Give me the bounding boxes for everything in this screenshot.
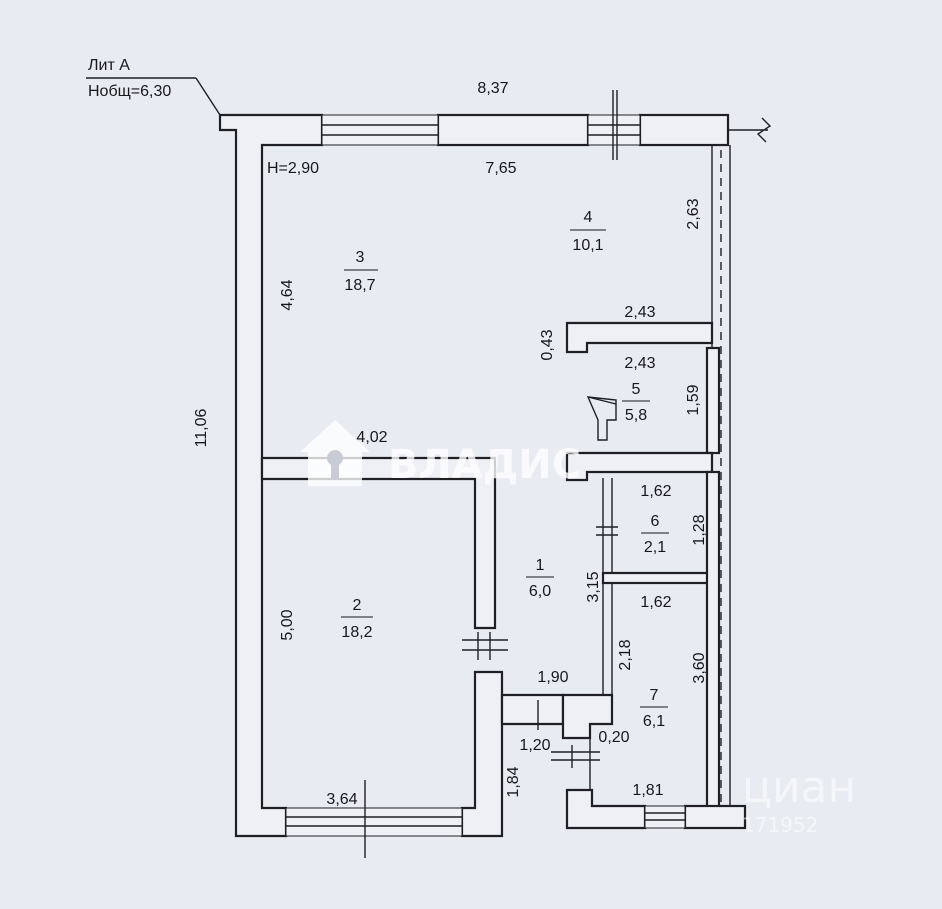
window-bottom-room7 <box>644 805 686 829</box>
outer-wall-top-right <box>638 113 730 147</box>
dim-room6-width: 1,62 <box>640 483 671 500</box>
cian-text: циан <box>742 762 856 813</box>
room-area: 2,1 <box>644 539 666 556</box>
room-area: 6,1 <box>643 713 665 730</box>
window-top-right <box>587 114 641 146</box>
wall-room2-right-lower <box>460 670 504 838</box>
room-label-2: 2 18,2 <box>341 597 373 641</box>
dim-room4-width: 7,65 <box>485 160 516 177</box>
room-label-3: 3 18,7 <box>344 249 378 294</box>
dim-overall-height: 11,06 <box>193 408 210 447</box>
house-key-icon <box>300 420 370 486</box>
dim-room5-top: 2,43 <box>624 304 655 321</box>
room-area: 5,8 <box>625 407 647 424</box>
ceiling-height: H=2,90 <box>267 160 319 177</box>
lit-label: Лит А <box>88 57 130 74</box>
dim-room3-depth: 4,64 <box>279 279 296 310</box>
dim-vestibule-width: 1,90 <box>537 669 568 686</box>
wall-room3-room2 <box>260 456 497 630</box>
room-label-6: 6 2,1 <box>641 513 669 556</box>
room-label-5: 5 5,8 <box>622 381 650 424</box>
total-area-label: Нобщ=6,30 <box>88 83 171 100</box>
room-number: 7 <box>650 687 659 704</box>
room-area: 18,7 <box>344 277 375 294</box>
wall-bottom-right <box>683 804 747 830</box>
dim-room3-wall: 4,02 <box>356 429 387 446</box>
dim-room1-depth: 3,15 <box>585 571 602 602</box>
room-label-1: 1 6,0 <box>526 557 554 600</box>
windows <box>285 114 686 837</box>
dim-vestibule-depth: 1,84 <box>505 766 522 797</box>
dim-vestibule-gap: 0,20 <box>598 729 629 746</box>
room-number: 5 <box>632 381 641 398</box>
dim-room5-inner: 2,43 <box>624 355 655 372</box>
door-marks <box>86 77 618 858</box>
window-top-left <box>321 114 439 146</box>
dim-room7-bottom: 1,81 <box>632 782 663 799</box>
partition-room6-room7 <box>601 571 714 585</box>
door-mark-vestibule <box>551 745 600 768</box>
room-number: 1 <box>536 557 545 574</box>
outer-wall-top-mid <box>436 113 590 147</box>
partition-room5-right <box>705 346 721 455</box>
dim-overall-width: 8,37 <box>477 80 508 97</box>
door-mark-room2 <box>462 632 508 660</box>
cian-watermark: циан 171952 <box>742 762 856 837</box>
dim-room7-width: 1,62 <box>640 594 671 611</box>
dim-partition-gap: 0,43 <box>539 329 556 360</box>
vladis-watermark: ВЛАДИС <box>300 420 581 488</box>
room-label-4: 4 10,1 <box>570 209 606 254</box>
dimensions: 8,37 7,65 2,43 2,43 4,02 1,62 1,62 1,90 … <box>193 80 708 808</box>
room-area: 6,0 <box>529 583 551 600</box>
room-number: 2 <box>353 597 362 614</box>
dim-room2-depth: 5,00 <box>279 609 296 640</box>
partition-room4 <box>565 321 714 354</box>
room-number: 3 <box>356 249 365 266</box>
dim-room4-depth: 2,63 <box>685 198 702 229</box>
room-number: 4 <box>584 209 593 226</box>
wall-break-mark <box>728 117 772 143</box>
room-label-7: 7 6,1 <box>640 687 668 730</box>
cian-id: 171952 <box>742 813 818 837</box>
room-area: 18,2 <box>341 624 372 641</box>
dim-room2-width: 3,64 <box>326 791 357 808</box>
partition-room7-right <box>705 470 721 810</box>
dim-room6-depth: 1,28 <box>691 514 708 545</box>
dim-room7-full: 3,60 <box>691 652 708 683</box>
partition-room5-bottom <box>565 451 714 482</box>
door-mark-top <box>612 90 618 160</box>
dim-room5-depth: 1,59 <box>685 384 702 415</box>
dim-room7-depth: 2,18 <box>617 639 634 670</box>
vladis-text: ВЛАДИС <box>388 442 581 488</box>
door-mark-room6 <box>596 526 618 536</box>
wall-vestibule-top <box>500 693 565 726</box>
stair-symbol <box>586 396 617 441</box>
room-number: 6 <box>651 513 660 530</box>
dim-vestibule-inner: 1,20 <box>519 737 550 754</box>
leader-line-diag <box>195 77 221 116</box>
room-area: 10,1 <box>572 237 603 254</box>
window-bottom-room2 <box>285 807 463 837</box>
